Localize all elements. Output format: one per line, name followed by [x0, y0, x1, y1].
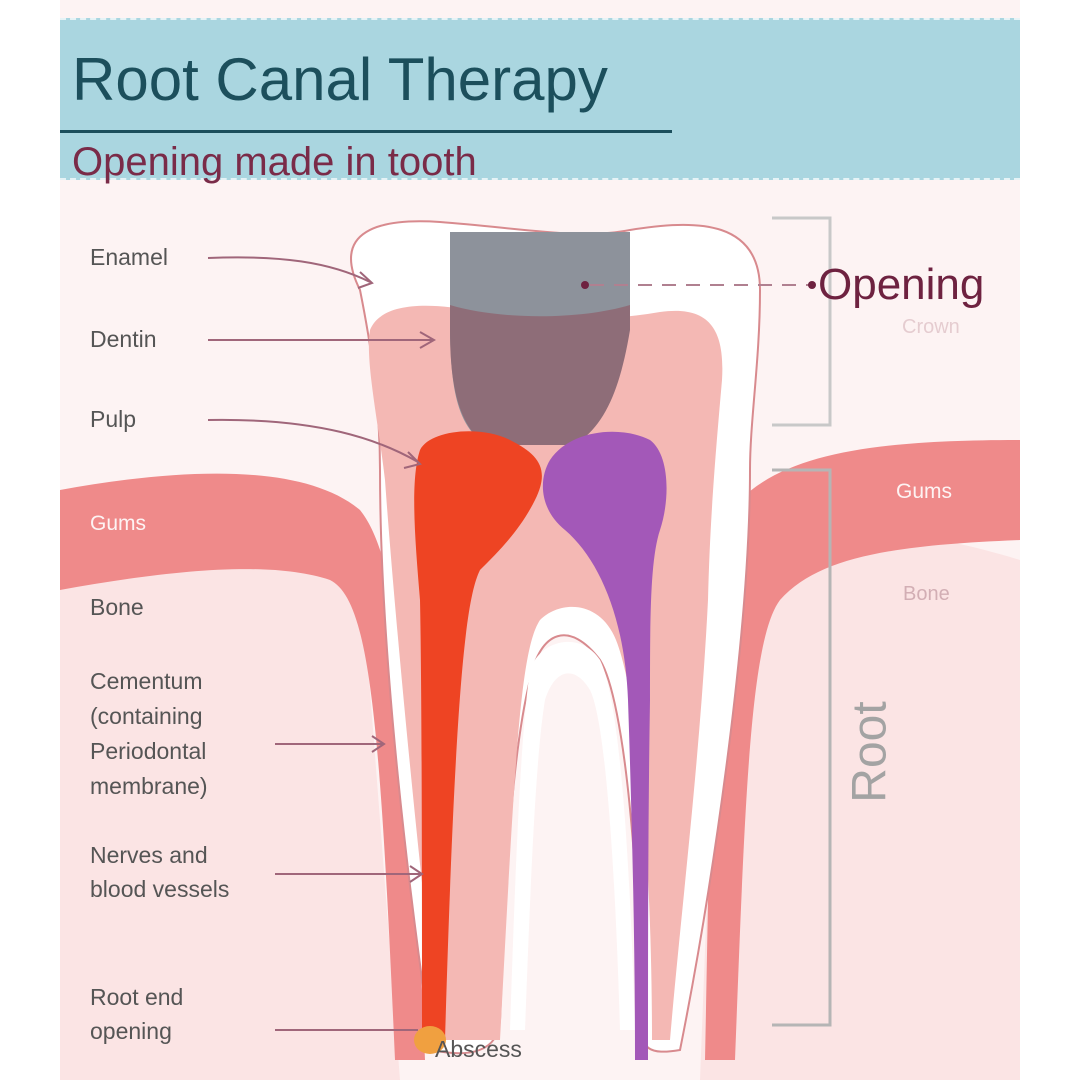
leader-pulp-head: [403, 451, 422, 469]
opening-dot: [581, 281, 589, 289]
leader-enamel-head: [357, 271, 374, 289]
label-pulp: Pulp: [90, 406, 137, 432]
header-banner: Root Canal Therapy Opening made in tooth: [60, 18, 1020, 184]
leader-dentin-head: [419, 331, 437, 349]
root-bracket: [772, 468, 832, 1027]
gums-right: [705, 440, 1020, 1060]
label-rootend-1: Root end: [90, 984, 184, 1010]
label-root: Root: [843, 701, 897, 803]
leader-nerves-head: [409, 865, 424, 883]
label-rootend-2: opening: [90, 1018, 172, 1044]
label-nerves-2: blood vessels: [90, 876, 230, 902]
label-bone-left: Bone: [90, 594, 144, 620]
label-cementum-4: membrane): [90, 773, 208, 799]
label-crown-faint: Crown: [902, 316, 960, 338]
gums-left: [60, 473, 425, 1060]
crown-bracket: [772, 216, 832, 427]
abscess-spot: [414, 1026, 446, 1054]
page-title: Root Canal Therapy: [72, 46, 608, 113]
opening-lower: [450, 305, 630, 445]
page-subtitle: Opening made in tooth: [72, 140, 477, 184]
bone-right: [700, 530, 1020, 1080]
bone-left: [60, 538, 400, 1080]
label-nerves-1: Nerves and: [90, 842, 208, 868]
leader-cementum-head: [371, 735, 386, 753]
label-abscess: Abscess: [435, 1036, 522, 1062]
label-cementum-1: Cementum: [90, 668, 203, 694]
label-enamel: Enamel: [90, 244, 168, 270]
leader-pulp: [207, 418, 419, 463]
title-underline: [60, 130, 672, 133]
label-gums-left: Gums: [90, 512, 147, 535]
pulp-red: [414, 431, 542, 1040]
tooth-diagram: [60, 0, 1020, 1080]
root-gap: [510, 641, 635, 1030]
diagram-frame: Root Canal Therapy Opening made in tooth…: [60, 0, 1020, 1080]
label-dentin: Dentin: [90, 326, 157, 352]
opening-dot-right: [808, 281, 816, 289]
label-opening: Opening: [818, 260, 985, 309]
label-cementum-2: (containing: [90, 703, 203, 729]
leader-enamel: [207, 256, 371, 283]
label-bone-right: Bone: [903, 583, 950, 605]
label-gums-right: Gums: [896, 480, 953, 503]
pulp-purple: [542, 431, 667, 1060]
label-cementum-3: Periodontal: [90, 738, 207, 764]
